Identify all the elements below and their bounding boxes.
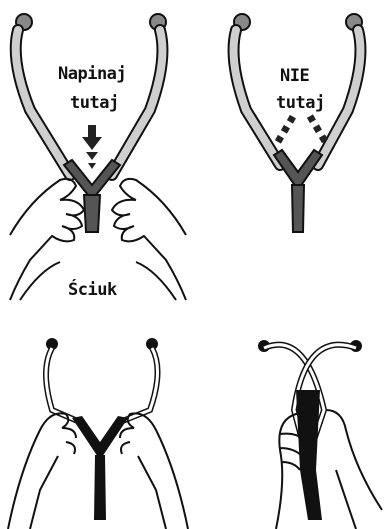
- stethoscope-squeeze-illustration: [0, 0, 196, 310]
- panel-press-here: Napinaj tutaj Ściuk: [0, 0, 196, 310]
- label-squeeze: Napinaj: [58, 66, 126, 83]
- panel-squeeze-closed: [196, 310, 392, 529]
- stethoscope-wrong-grip-illustration: [196, 0, 392, 310]
- panel-not-here: NIE tutaj: [196, 0, 392, 310]
- stethoscope-spread-illustration: [0, 310, 196, 529]
- label-here: tutaj: [70, 95, 119, 112]
- label-not: NIE: [280, 68, 309, 85]
- stethoscope-closed-illustration: [196, 310, 392, 529]
- label-here: tutaj: [276, 95, 325, 112]
- label-bottom: Ściuk: [68, 282, 117, 299]
- panel-spread-open: [0, 310, 196, 529]
